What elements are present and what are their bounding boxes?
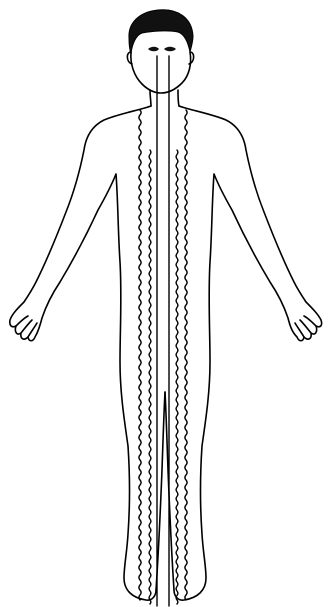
body-outline-right [174, 106, 322, 600]
wavy-channel-right [185, 110, 187, 600]
energy-channels [139, 110, 187, 604]
head [127, 10, 193, 93]
body-outline-left [10, 106, 156, 600]
hair [129, 10, 193, 54]
face-outline [131, 52, 191, 93]
wavy-channel-inner-right [176, 150, 178, 604]
left-eye [148, 47, 159, 52]
wavy-channel-inner-left [149, 150, 151, 604]
wavy-channel-left [139, 110, 141, 600]
neck-left [150, 90, 151, 106]
neck-right [178, 90, 179, 106]
right-eye [164, 47, 176, 52]
